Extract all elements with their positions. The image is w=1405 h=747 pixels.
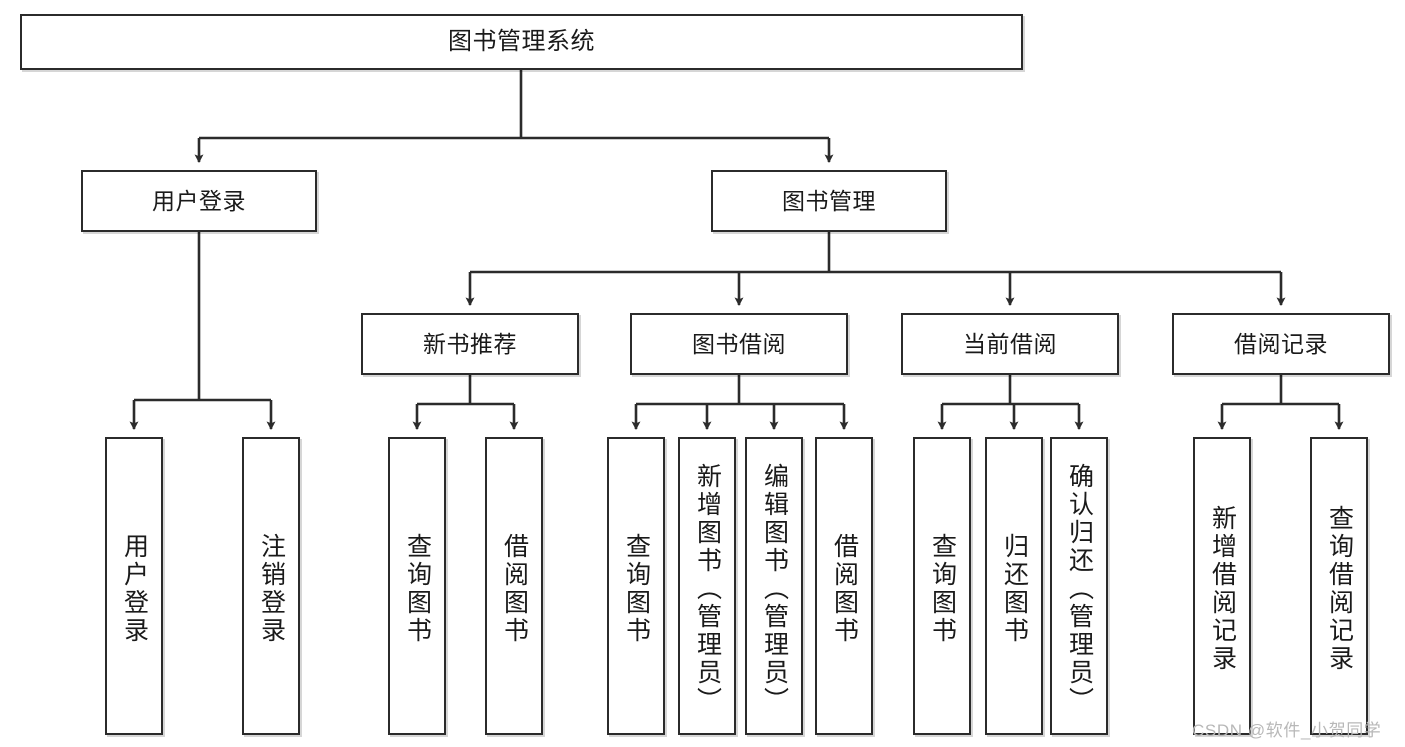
node-user-login-label: 用户登录 <box>152 187 246 214</box>
node-leaf-borrow-book-1[interactable]: 借阅图书 <box>485 437 543 735</box>
node-user-login[interactable]: 用户登录 <box>81 170 317 232</box>
node-leaf-return-book-label: 归还图书 <box>1000 533 1029 645</box>
node-leaf-add-borrow-record[interactable]: 新增借阅记录 <box>1193 437 1251 735</box>
node-root-label: 图书管理系统 <box>448 28 595 56</box>
node-leaf-query-borrow-record[interactable]: 查询借阅记录 <box>1310 437 1368 735</box>
node-current-borrow-label: 当前借阅 <box>963 330 1057 357</box>
node-leaf-add-book[interactable]: 新增图书（管理员） <box>678 437 736 735</box>
node-leaf-query-book-2[interactable]: 查询图书 <box>607 437 665 735</box>
node-leaf-query-book-3-label: 查询图书 <box>928 533 957 645</box>
node-book-manage-label: 图书管理 <box>782 187 876 214</box>
node-book-manage[interactable]: 图书管理 <box>711 170 947 232</box>
node-root[interactable]: 图书管理系统 <box>20 14 1023 70</box>
node-leaf-borrow-book-1-label: 借阅图书 <box>500 533 529 645</box>
node-leaf-return-book[interactable]: 归还图书 <box>985 437 1043 735</box>
node-leaf-borrow-book-2[interactable]: 借阅图书 <box>815 437 873 735</box>
node-leaf-user-login[interactable]: 用户登录 <box>105 437 163 735</box>
node-leaf-query-book-1[interactable]: 查询图书 <box>388 437 446 735</box>
node-current-borrow[interactable]: 当前借阅 <box>901 313 1119 375</box>
node-book-borrow-label: 图书借阅 <box>692 330 786 357</box>
node-book-borrow[interactable]: 图书借阅 <box>630 313 848 375</box>
node-leaf-borrow-book-2-label: 借阅图书 <box>830 533 859 645</box>
node-leaf-query-borrow-record-label: 查询借阅记录 <box>1325 505 1354 673</box>
node-leaf-add-borrow-record-label: 新增借阅记录 <box>1208 505 1237 673</box>
node-leaf-add-book-label: 新增图书（管理员） <box>693 463 722 715</box>
node-leaf-query-book-2-label: 查询图书 <box>622 533 651 645</box>
node-leaf-confirm-return-label: 确认归还（管理员） <box>1065 463 1094 715</box>
node-leaf-edit-book-label: 编辑图书（管理员） <box>760 463 789 715</box>
node-new-book-recommend[interactable]: 新书推荐 <box>361 313 579 375</box>
node-leaf-user-logout[interactable]: 注销登录 <box>242 437 300 735</box>
watermark: CSDN @软件_小贺同学 <box>1192 721 1382 740</box>
node-new-book-recommend-label: 新书推荐 <box>423 330 517 357</box>
node-leaf-user-logout-label: 注销登录 <box>257 533 286 645</box>
node-leaf-query-book-3[interactable]: 查询图书 <box>913 437 971 735</box>
node-leaf-query-book-1-label: 查询图书 <box>403 533 432 645</box>
node-leaf-confirm-return[interactable]: 确认归还（管理员） <box>1050 437 1108 735</box>
node-borrow-record[interactable]: 借阅记录 <box>1172 313 1390 375</box>
node-borrow-record-label: 借阅记录 <box>1234 330 1328 357</box>
node-leaf-user-login-label: 用户登录 <box>120 533 149 645</box>
node-leaf-edit-book[interactable]: 编辑图书（管理员） <box>745 437 803 735</box>
